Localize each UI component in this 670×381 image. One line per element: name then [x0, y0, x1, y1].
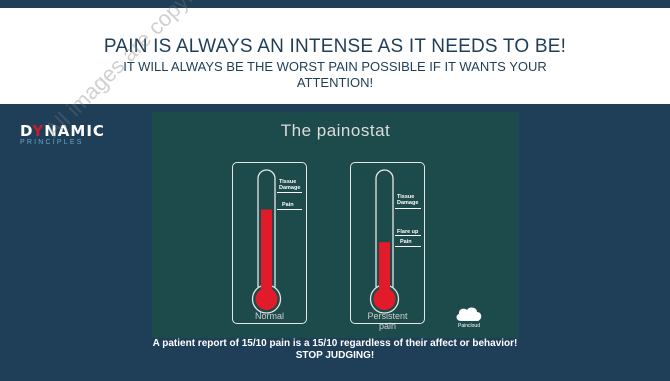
slide-subtitle: IT WILL ALWAYS BE THE WORST PAIN POSSIBL…	[110, 59, 560, 91]
footer-line-2: STOP JUDGING!	[0, 350, 670, 362]
normal-tick-pain: Pain	[282, 202, 304, 208]
painostat-title: The painostat	[152, 121, 519, 141]
normal-tick-tissue-damage: Tissue Damage	[279, 179, 301, 191]
persistent-tick-pain: Pain	[400, 239, 422, 245]
persistent-mercury-bulb	[374, 288, 396, 310]
persistent-tick-tissue-damage: Tissue Damage	[397, 194, 421, 206]
paincloud-logo-icon	[454, 305, 484, 323]
footer-line-1: A patient report of 15/10 pain is a 15/1…	[0, 338, 670, 350]
slide-title: PAIN IS ALWAYS AN INTENSE AS IT NEEDS TO…	[0, 36, 670, 58]
normal-tick-line-pain	[277, 209, 302, 210]
logo-tagline: PRINCIPLES	[20, 139, 84, 146]
normal-tick-line-tissue-damage	[277, 192, 302, 193]
normal-mercury-bulb	[256, 288, 278, 310]
footer-note: A patient report of 15/10 pain is a 15/1…	[0, 338, 670, 362]
persistent-tick-line-flare-up	[395, 235, 421, 236]
painostat-panel: The painostat Tissue Damage Pain Normal …	[152, 112, 519, 338]
normal-mercury	[261, 210, 272, 294]
normal-label: Normal	[232, 311, 307, 321]
persistent-tick-line-tissue-damage	[395, 208, 421, 209]
persistent-tick-line-pain	[395, 246, 421, 247]
paincloud-brand: Paincloud	[449, 323, 489, 329]
top-bar	[0, 0, 670, 8]
persistent-mercury	[379, 242, 390, 294]
